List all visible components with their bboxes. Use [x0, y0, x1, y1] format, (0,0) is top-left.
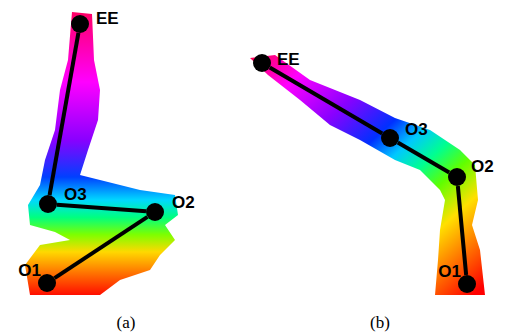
- joint-dot: O2: [146, 203, 164, 221]
- joint-label: O1: [18, 262, 41, 279]
- joint-label: EE: [96, 10, 119, 27]
- joint-circle: [146, 203, 164, 221]
- joint-dot: O1: [458, 275, 476, 293]
- joint-circle: [39, 195, 57, 213]
- joint-circle: [146, 203, 164, 221]
- joint-circle: [39, 195, 57, 213]
- joint-circle: [448, 168, 466, 186]
- joint-circle: [381, 129, 399, 147]
- point-cloud-a: [25, 12, 178, 295]
- link-segment: [270, 68, 382, 134]
- link-segment: [50, 33, 79, 195]
- link-segment: [398, 143, 449, 173]
- joint-label: O1: [438, 263, 461, 280]
- joint-circle: [448, 168, 466, 186]
- joint-label: O3: [64, 186, 87, 203]
- joint-label: EE: [277, 51, 300, 68]
- joint-circle: [253, 54, 271, 72]
- joint-dot: EE: [71, 15, 89, 33]
- joint-label: O2: [172, 194, 195, 211]
- joint-circle: [253, 54, 271, 72]
- panel-label: (a): [117, 314, 136, 331]
- point-cloud-b: [250, 55, 485, 295]
- joint-circle: [71, 15, 89, 33]
- joint-dot: EE: [253, 54, 271, 72]
- joint-dot: O3: [39, 195, 57, 213]
- joint-dot: O2: [448, 168, 466, 186]
- joint-label: O2: [471, 158, 494, 175]
- joint-dot: O3: [381, 129, 399, 147]
- joint-dot: O1: [38, 274, 56, 292]
- joint-circle: [71, 15, 89, 33]
- link-segment: [55, 217, 148, 278]
- panel-label: (b): [370, 314, 390, 331]
- joint-circle: [381, 129, 399, 147]
- joint-label: O3: [405, 121, 428, 138]
- link-segment: [57, 205, 146, 212]
